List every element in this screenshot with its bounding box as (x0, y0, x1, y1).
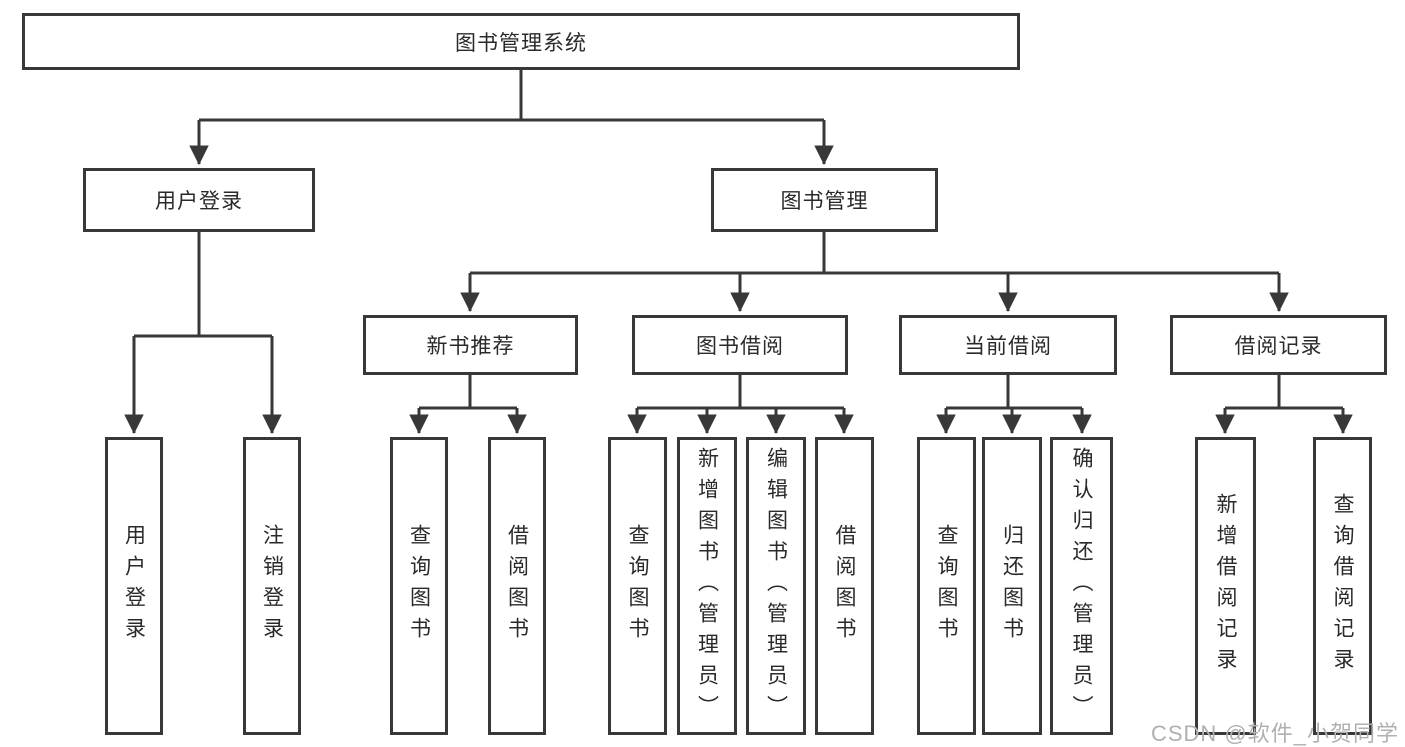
leaf-query-books-current-label: 查询图书 (935, 524, 959, 648)
leaf-edit-book-admin: 编辑图书（管理员） (746, 437, 806, 735)
connector-book-borrowing-children (627, 375, 854, 434)
leaf-confirm-return-admin: 确认归还（管理员） (1050, 437, 1113, 735)
leaf-logout-label: 注销登录 (260, 524, 284, 648)
leaf-query-books-borrowing: 查询图书 (608, 437, 667, 735)
leaf-query-books-newbook-label: 查询图书 (407, 524, 431, 648)
leaf-logout: 注销登录 (243, 437, 301, 735)
node-borrowing-records: 借阅记录 (1170, 315, 1387, 375)
node-user-login: 用户登录 (83, 168, 315, 232)
leaf-return-books-label: 归还图书 (1000, 524, 1024, 648)
connector-new-book-children (409, 375, 527, 434)
leaf-user-login: 用户登录 (105, 437, 163, 735)
leaf-query-books-borrowing-label: 查询图书 (626, 524, 650, 648)
leaf-borrow-books-borrowing-label: 借阅图书 (833, 524, 857, 648)
csdn-watermark: CSDN @软件_小贺同学 (1150, 721, 1399, 746)
leaf-add-book-admin: 新增图书（管理员） (677, 437, 737, 735)
node-book-management-label: 图书管理 (780, 190, 869, 213)
connector-current-borrowing-children (936, 375, 1092, 434)
leaf-query-borrow-record: 查询借阅记录 (1313, 437, 1372, 735)
node-user-login-label: 用户登录 (155, 190, 243, 213)
node-new-book-recommendation-label: 新书推荐 (426, 335, 515, 358)
node-book-borrowing: 图书借阅 (632, 315, 848, 375)
connector-book-management-children (460, 232, 1289, 312)
leaf-add-book-admin-label: 新增图书（管理员） (695, 446, 719, 726)
connector-user-login-children (124, 232, 282, 434)
leaf-query-borrow-record-label: 查询借阅记录 (1331, 493, 1355, 679)
connector-root-to-level2 (189, 70, 834, 165)
node-current-borrowing-label: 当前借阅 (964, 335, 1052, 358)
leaf-add-borrow-record-label: 新增借阅记录 (1214, 493, 1238, 679)
node-book-borrowing-label: 图书借阅 (696, 335, 784, 358)
leaf-add-borrow-record: 新增借阅记录 (1195, 437, 1256, 735)
leaf-return-books: 归还图书 (982, 437, 1042, 735)
node-borrowing-records-label: 借阅记录 (1234, 335, 1323, 358)
node-new-book-recommendation: 新书推荐 (363, 315, 578, 375)
leaf-borrow-books-newbook: 借阅图书 (488, 437, 546, 735)
node-book-management: 图书管理 (711, 168, 938, 232)
node-library-system: 图书管理系统 (22, 13, 1020, 70)
leaf-borrow-books-borrowing: 借阅图书 (815, 437, 874, 735)
leaf-query-books-newbook: 查询图书 (390, 437, 448, 735)
node-current-borrowing: 当前借阅 (899, 315, 1117, 375)
leaf-query-books-current: 查询图书 (917, 437, 976, 735)
connector-borrowing-records-children (1215, 375, 1353, 434)
leaf-borrow-books-newbook-label: 借阅图书 (505, 524, 529, 648)
leaf-user-login-label: 用户登录 (122, 524, 146, 648)
node-library-system-label: 图书管理系统 (455, 31, 587, 55)
leaf-confirm-return-admin-label: 确认归还（管理员） (1070, 446, 1094, 726)
leaf-edit-book-admin-label: 编辑图书（管理员） (764, 446, 788, 726)
